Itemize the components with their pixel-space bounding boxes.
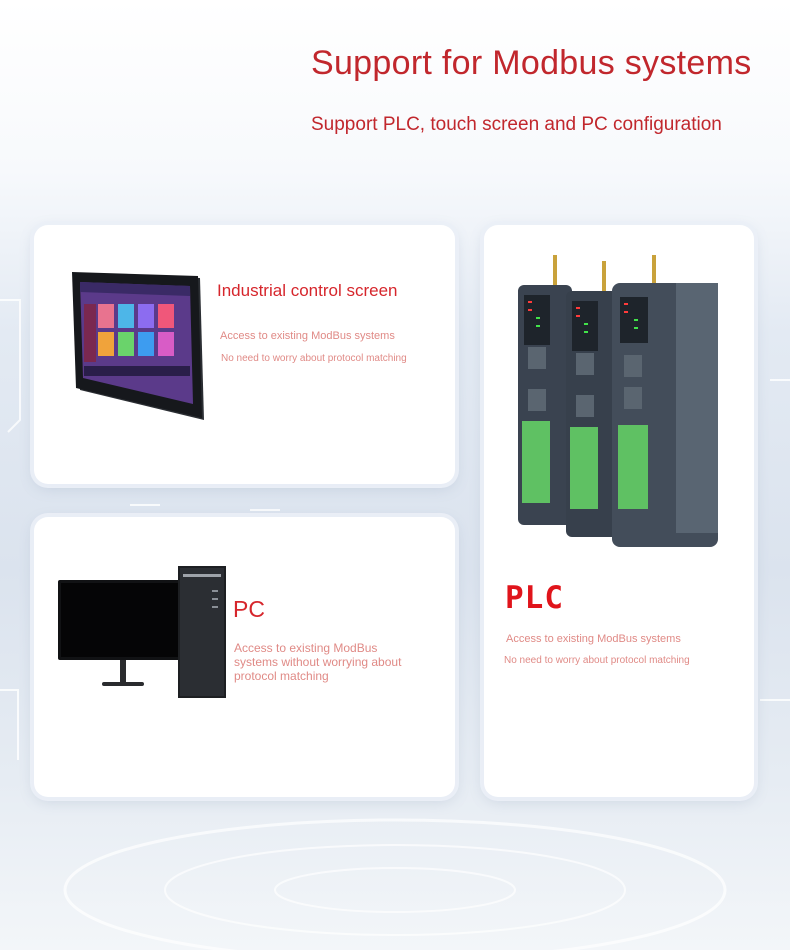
touch-panel-icon (72, 272, 204, 420)
plc-title: PLC (505, 580, 564, 616)
page-title: Support for Modbus systems (311, 44, 752, 82)
plc-module-icon (518, 255, 718, 547)
plc-desc-1: Access to existing ModBus systems (506, 633, 681, 645)
industrial-screen-title: Industrial control screen (217, 281, 398, 300)
pc-desc: Access to existing ModBus systems withou… (234, 641, 402, 683)
industrial-screen-desc-2: No need to worry about protocol matching (221, 353, 407, 364)
page-subtitle: Support PLC, touch screen and PC configu… (311, 114, 722, 135)
pc-title: PC (233, 596, 265, 622)
desktop-pc-icon (58, 566, 226, 698)
industrial-screen-desc-1: Access to existing ModBus systems (220, 330, 395, 342)
plc-desc-2: No need to worry about protocol matching (504, 655, 690, 666)
